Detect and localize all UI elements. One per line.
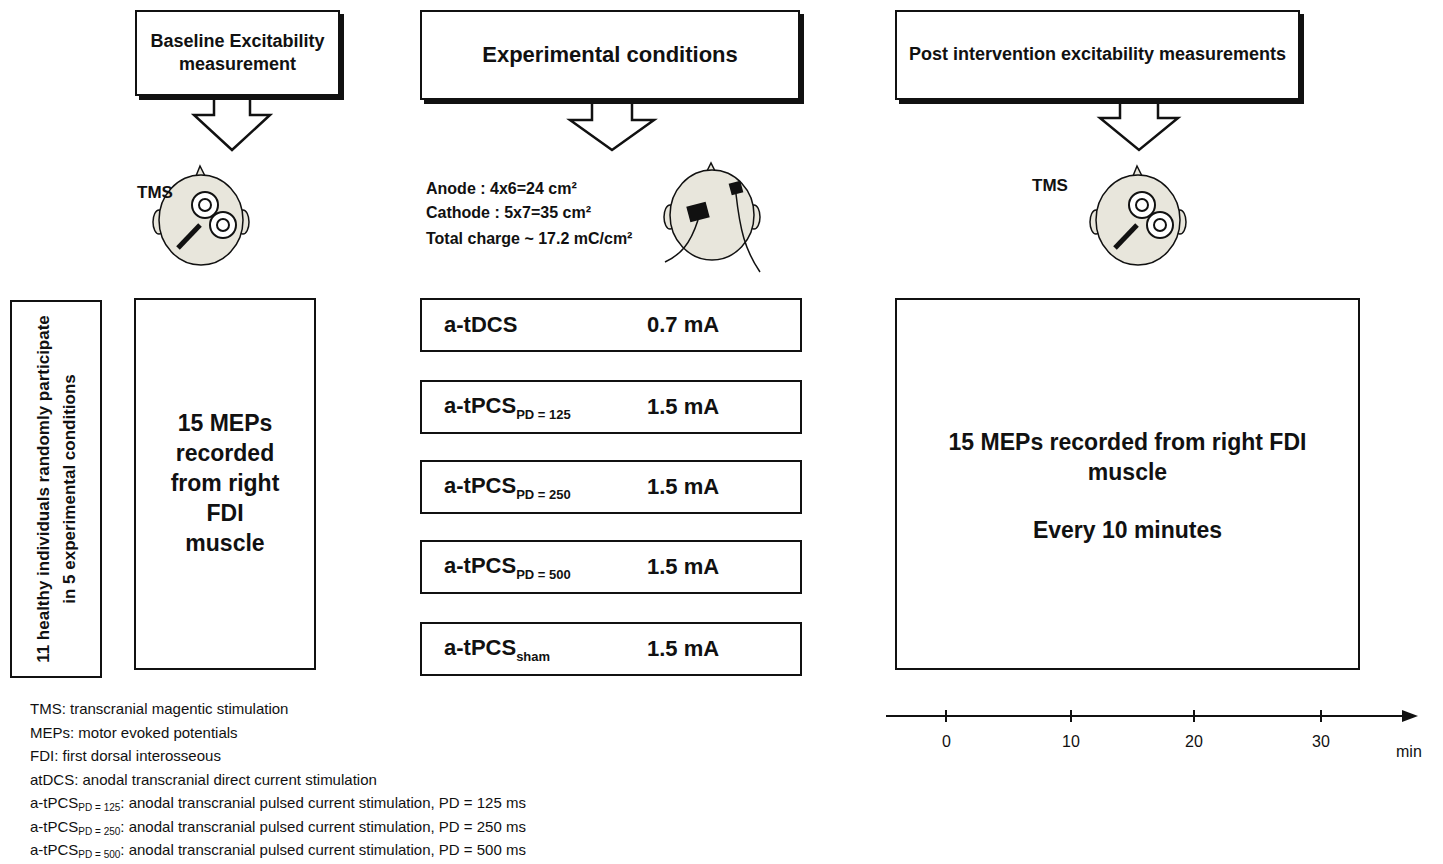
box-text: Post intervention excitability measureme… — [909, 43, 1286, 66]
glossary-line: a-tPCSPD = 125: anodal transcranial puls… — [30, 794, 526, 813]
current-value: 1.5 mA — [647, 636, 719, 662]
condition-box: a-tPCSPD = 125 1.5 mA — [420, 380, 802, 434]
box-text: 15 MEPs recorded from right FDI muscle — [938, 428, 1318, 488]
electrode-spec: Anode : 4x6=24 cm² — [426, 180, 577, 198]
glossary-text: : anodal transcranial pulsed current sti… — [120, 841, 526, 858]
condition-name: a-tPCS — [444, 473, 516, 498]
condition-name: a-tPCSPD = 125 — [444, 393, 571, 422]
glossary-line: a-tPCSPD = 500: anodal transcranial puls… — [30, 841, 526, 860]
measurement-box: 15 MEPs recorded from right FDI muscleEv… — [895, 298, 1360, 670]
glossary-text: atDCS: anodal transcranial direct curren… — [30, 771, 377, 788]
interval-text: Every 10 minutes — [1033, 516, 1222, 546]
box-text: 15 MEPs recorded from right FDI muscle — [165, 409, 285, 558]
tick-label: 30 — [1312, 733, 1330, 751]
condition-box: a-tDCS 0.7 mA — [420, 298, 802, 352]
subscript: PD = 500 — [78, 849, 120, 860]
current-value: 1.5 mA — [647, 394, 719, 420]
group-box: 11 healthy individuals randomly particip… — [10, 300, 102, 678]
current-value: 1.5 mA — [647, 474, 719, 500]
glossary-text: MEPs: motor evoked potentials — [30, 724, 238, 741]
glossary-line: a-tPCSPD = 250: anodal transcranial puls… — [30, 818, 526, 837]
head-figure — [1090, 166, 1186, 265]
current-value: 0.7 mA — [647, 312, 719, 338]
device-label: TMS — [137, 183, 173, 203]
condition-box: a-tPCSsham 1.5 mA — [420, 622, 802, 676]
timeline-axis — [886, 710, 1418, 722]
glossary-text: a-tPCS — [30, 818, 78, 835]
header-box: Baseline Excitability measurement — [135, 10, 340, 96]
tick-label: 0 — [942, 733, 951, 751]
condition-name: a-tPCSPD = 250 — [444, 473, 571, 502]
subscript: sham — [516, 649, 550, 664]
rotated-text: 11 healthy individuals randomly particip… — [31, 310, 82, 668]
block-arrow — [1100, 100, 1178, 150]
box-text: Baseline Excitability measurement — [147, 30, 328, 77]
subscript: PD = 250 — [78, 826, 120, 837]
tick-label: 20 — [1185, 733, 1203, 751]
measurement-box: 15 MEPs recorded from right FDI muscle — [134, 298, 316, 670]
block-arrow — [570, 100, 654, 150]
glossary-line: atDCS: anodal transcranial direct curren… — [30, 771, 377, 788]
condition-name: a-tDCS — [444, 312, 517, 338]
subscript: PD = 125 — [78, 802, 120, 813]
glossary-line: TMS: transcranial magentic stimulation — [30, 700, 288, 717]
charge-spec: Total charge ~ 17.2 mC/cm² — [426, 228, 636, 250]
header-box: Post intervention excitability measureme… — [895, 10, 1300, 100]
axis-unit: min — [1396, 743, 1422, 761]
glossary-text: : anodal transcranial pulsed current sti… — [120, 794, 526, 811]
glossary-text: : anodal transcranial pulsed current sti… — [120, 818, 526, 835]
box-text: Experimental conditions — [482, 41, 738, 70]
glossary-text: a-tPCS — [30, 794, 78, 811]
condition-name: a-tPCS — [444, 553, 516, 578]
condition-name: a-tPCS — [444, 393, 516, 418]
condition-name: a-tPCSPD = 500 — [444, 553, 571, 582]
condition-box: a-tPCSPD = 250 1.5 mA — [420, 460, 802, 514]
device-label: TMS — [1032, 176, 1068, 196]
glossary-line: MEPs: motor evoked potentials — [30, 724, 238, 741]
electrode-spec: Cathode : 5x7=35 cm² — [426, 204, 591, 222]
glossary-line: FDI: first dorsal interosseous — [30, 747, 221, 764]
subscript: PD = 250 — [516, 487, 571, 502]
header-box: Experimental conditions — [420, 10, 800, 100]
glossary-text: FDI: first dorsal interosseous — [30, 747, 221, 764]
condition-name: a-tDCS — [444, 312, 517, 337]
subscript: PD = 125 — [516, 407, 571, 422]
condition-name: a-tPCSsham — [444, 635, 550, 664]
tick-label: 10 — [1062, 733, 1080, 751]
glossary-text: a-tPCS — [30, 841, 78, 858]
block-arrow — [194, 96, 270, 150]
condition-name: a-tPCS — [444, 635, 516, 660]
condition-box: a-tPCSPD = 500 1.5 mA — [420, 540, 802, 594]
glossary-text: TMS: transcranial magentic stimulation — [30, 700, 288, 717]
head-figure — [153, 166, 249, 265]
current-value: 1.5 mA — [647, 554, 719, 580]
head-figure — [664, 163, 760, 272]
subscript: PD = 500 — [516, 567, 571, 582]
